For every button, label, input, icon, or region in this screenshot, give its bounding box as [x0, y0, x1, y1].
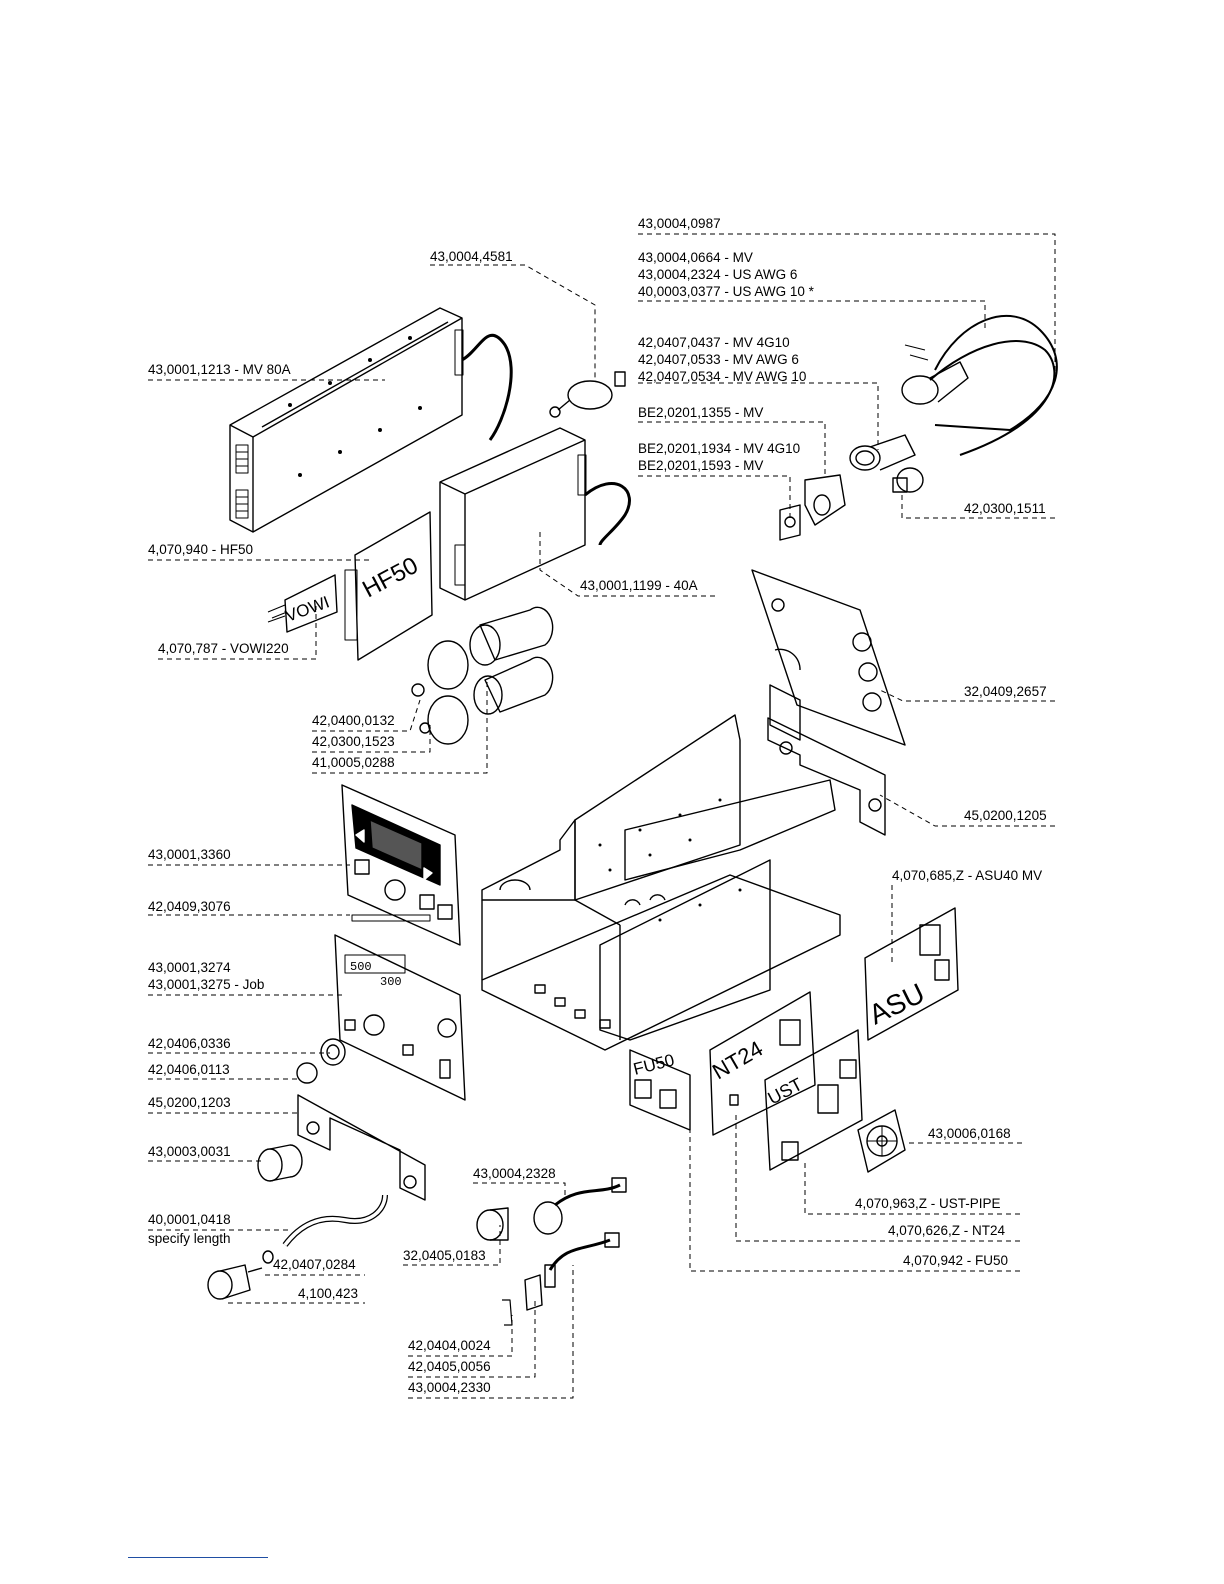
part-label-0418-note: specify length	[148, 1231, 231, 1246]
gas-connector-part	[207, 1264, 263, 1300]
capacitor-part	[411, 606, 554, 745]
nt24-board-part: NT24	[708, 991, 816, 1136]
part-label-0336: 42,0406,0336	[148, 1036, 231, 1051]
fan-part	[857, 1109, 906, 1173]
part-label-0664: 43,0004,0664 - MV	[638, 250, 753, 265]
part-label-0113: 42,0406,0113	[148, 1062, 230, 1077]
wiring-part	[502, 1232, 620, 1326]
part-label-vowi: 4,070,787 - VOWI220	[158, 641, 289, 656]
part-label-2328: 43,0004,2328	[473, 1166, 556, 1181]
control-panel-part: 500 300	[334, 934, 466, 1101]
part-label-0377: 40,0003,0377 - US AWG 10 *	[638, 284, 814, 299]
part-label-3275: 43,0001,3275 - Job	[148, 977, 265, 992]
interconnect-socket-part	[476, 1177, 627, 1241]
chassis-part	[481, 714, 841, 1051]
asu-board-part: ASU	[864, 907, 959, 1041]
part-label-0056: 42,0405,0056	[408, 1359, 491, 1374]
part-label-0284: 42,0407,0284	[273, 1257, 356, 1272]
display-right-value: 300	[380, 975, 402, 989]
part-label-1205: 45,0200,1205	[964, 808, 1047, 823]
coupling-socket-part	[849, 434, 924, 493]
part-label-0533: 42,0407,0533 - MV AWG 6	[638, 352, 799, 367]
fitting-part	[549, 371, 626, 418]
part-label-0534: 42,0407,0534 - MV AWG 10	[638, 369, 807, 384]
part-label-4581: 43,0004,4581	[430, 249, 513, 264]
part-label-ust: 4,070,963,Z - UST-PIPE	[855, 1196, 1001, 1211]
footer-rule	[128, 1557, 268, 1558]
front-panel-part	[341, 784, 461, 946]
part-label-2330: 43,0004,2330	[408, 1380, 491, 1395]
part-label-0437: 42,0407,0437 - MV 4G10	[638, 335, 790, 350]
socket-bracket-part	[779, 474, 846, 541]
part-label-1523: 42,0300,1523	[312, 734, 395, 749]
part-label-0024: 42,0404,0024	[408, 1338, 491, 1353]
part-label-3360: 43,0001,3360	[148, 847, 231, 862]
transformer-80a-part	[229, 307, 513, 533]
part-label-3274: 43,0001,3274	[148, 960, 231, 975]
transformer-40a-part	[439, 427, 631, 601]
part-label-0418: 40,0001,0418	[148, 1212, 231, 1227]
part-label-fu50: 4,070,942 - FU50	[903, 1253, 1009, 1268]
part-label-0132: 42,0400,0132	[312, 713, 395, 728]
part-label-0288: 41,0005,0288	[312, 755, 395, 770]
part-label-asu: 4,070,685,Z - ASU40 MV	[892, 868, 1043, 883]
hf50-board-part: HF50	[344, 511, 433, 661]
hose-clamp-part	[262, 1250, 274, 1264]
nt24-board-text: NT24	[708, 1036, 767, 1085]
part-label-1511: 42,0300,1511	[964, 501, 1046, 516]
gas-valve-part	[257, 1144, 303, 1182]
bracket-1205-part	[767, 684, 886, 836]
part-label-0168: 43,0006,0168	[928, 1126, 1011, 1141]
knob-part	[296, 1038, 346, 1084]
part-label-2324: 43,0004,2324 - US AWG 6	[638, 267, 798, 282]
part-label-423: 4,100,423	[298, 1286, 359, 1301]
fu50-board-part: FU50	[629, 1049, 691, 1131]
part-label-2657: 32,0409,2657	[964, 684, 1047, 699]
part-label-0031: 43,0003,0031	[148, 1144, 231, 1159]
part-label-1203: 45,0200,1203	[148, 1095, 231, 1110]
part-label-1934: BE2,0201,1934 - MV 4G10	[638, 441, 801, 456]
part-label-0987: 43,0004,0987	[638, 216, 721, 231]
mains-cable-part	[901, 314, 1058, 456]
part-label-1593: BE2,0201,1593 - MV	[638, 458, 764, 473]
part-label-1355: BE2,0201,1355 - MV	[638, 405, 764, 420]
display-left-value: 500	[350, 960, 372, 974]
part-label-1213: 43,0001,1213 - MV 80A	[148, 362, 291, 377]
fu50-board-text: FU50	[631, 1050, 676, 1078]
bracket-1203-part	[297, 1094, 426, 1201]
ust-board-text: UST	[764, 1074, 805, 1109]
vowi-filter-part: VOWI	[267, 574, 338, 633]
part-label-hf50: 4,070,940 - HF50	[148, 542, 254, 557]
part-label-0183: 32,0405,0183	[403, 1248, 486, 1263]
part-label-nt24: 4,070,626,Z - NT24	[888, 1223, 1006, 1238]
side-panel-part	[751, 569, 906, 746]
part-label-1199: 43,0001,1199 - 40A	[580, 578, 698, 593]
leader-lines	[148, 233, 1056, 1399]
part-label-3076: 42,0409,3076	[148, 899, 231, 914]
hose-part	[282, 1194, 388, 1247]
asu-board-text: ASU	[864, 977, 929, 1030]
